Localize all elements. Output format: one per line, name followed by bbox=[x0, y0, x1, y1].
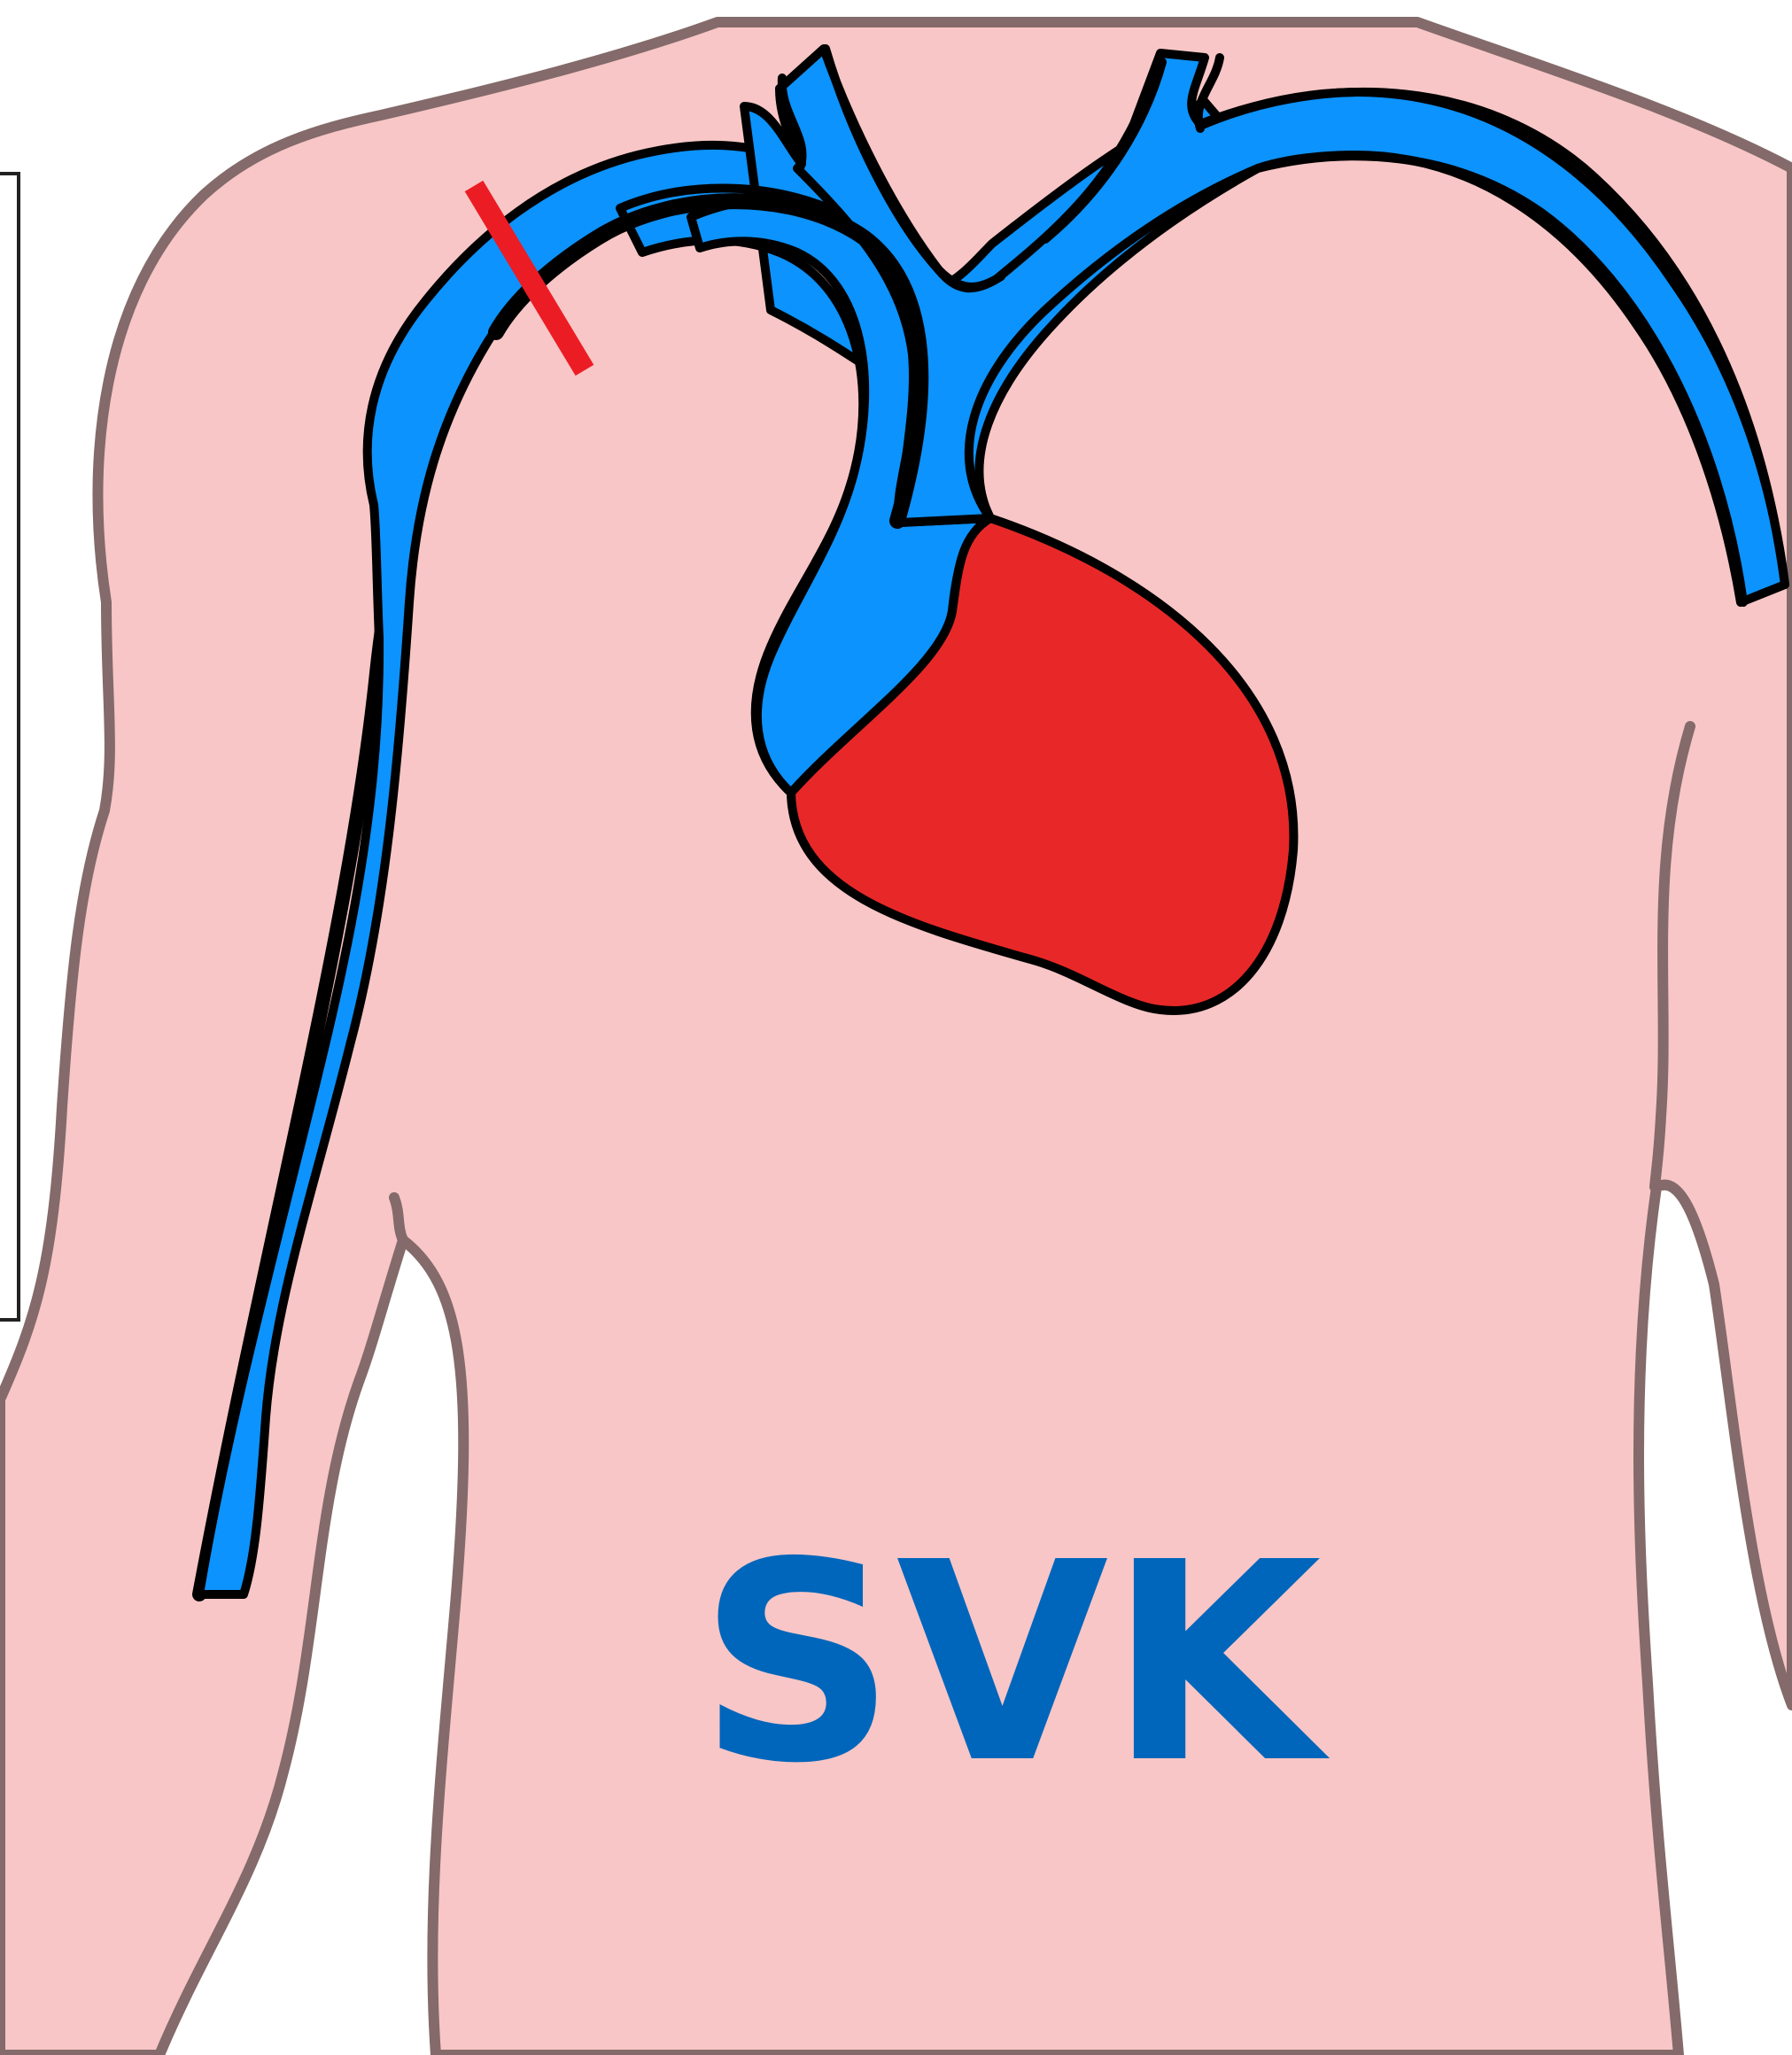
svk-label: SVK bbox=[698, 1504, 1331, 1824]
frame-top bbox=[0, 174, 19, 1320]
